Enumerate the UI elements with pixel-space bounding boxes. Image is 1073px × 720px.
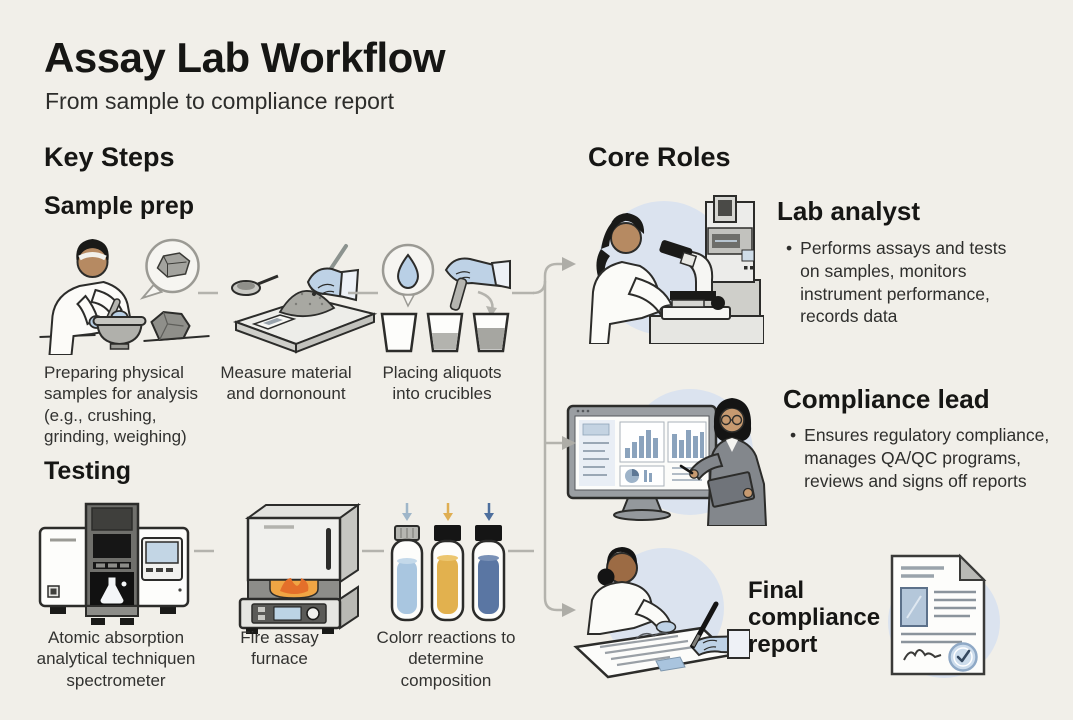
step-aliquoting xyxy=(378,240,513,353)
role-description-row: • Performs assays and tests on samples, … xyxy=(786,237,1014,328)
role-lab-analyst-illustration xyxy=(566,194,764,344)
bullet-marker: • xyxy=(786,238,793,258)
step-caption: Preparing physical samples for analysis … xyxy=(44,363,199,447)
role-description-row: • Ensures regulatory compliance, manages… xyxy=(790,424,1052,492)
aliquot-cups-icon xyxy=(380,243,511,353)
role-report-signing-illustration xyxy=(560,542,750,682)
sample-prep-heading: Sample prep xyxy=(44,192,195,220)
step-color-reactions xyxy=(386,500,514,624)
key-steps-heading: Key Steps xyxy=(44,142,175,172)
page-subtitle: From sample to compliance report xyxy=(45,88,394,114)
page-title: Assay Lab Workflow xyxy=(44,34,446,81)
reagent-vials-icon xyxy=(390,503,506,622)
bullet-marker: • xyxy=(790,425,797,445)
step-sample-grinding xyxy=(38,230,216,355)
signed-report-check-icon xyxy=(888,553,1000,678)
step-weighing xyxy=(222,238,384,355)
step-caption: Atomic absorption analytical techniquen … xyxy=(36,628,196,690)
role-title: Final compliance report xyxy=(748,577,881,658)
core-roles-heading: Core Roles xyxy=(588,142,731,172)
lab-analyst-microscope-icon xyxy=(588,195,764,344)
step-caption: Colorr reactions to determine compositio… xyxy=(376,628,516,690)
role-description: Ensures regulatory compliance, manages Q… xyxy=(804,425,1050,491)
testing-heading: Testing xyxy=(44,457,132,485)
step-fire-assay xyxy=(218,498,376,635)
role-description: Performs assays and tests on samples, mo… xyxy=(800,238,1007,327)
report-signing-icon xyxy=(573,547,750,679)
step-caption: Placing aliquots into crucibles xyxy=(382,363,502,404)
step-caption: Measure material and dornonount xyxy=(220,363,352,404)
fire-assay-furnace-icon xyxy=(238,503,362,634)
atomic-absorption-spectrometer-icon xyxy=(38,502,190,625)
role-title: Compliance lead xyxy=(783,384,990,414)
compliance-lead-dashboard-icon xyxy=(566,389,768,526)
role-compliance-lead-illustration xyxy=(562,380,774,526)
signed-report-document xyxy=(874,540,1006,688)
role-title: Lab analyst xyxy=(777,196,921,226)
step-caption: Fire assay furnace xyxy=(240,628,319,669)
step-spectrometry xyxy=(36,498,194,628)
weighing-scale-icon xyxy=(231,244,378,354)
mortar-pestle-grinding-icon xyxy=(39,238,210,355)
